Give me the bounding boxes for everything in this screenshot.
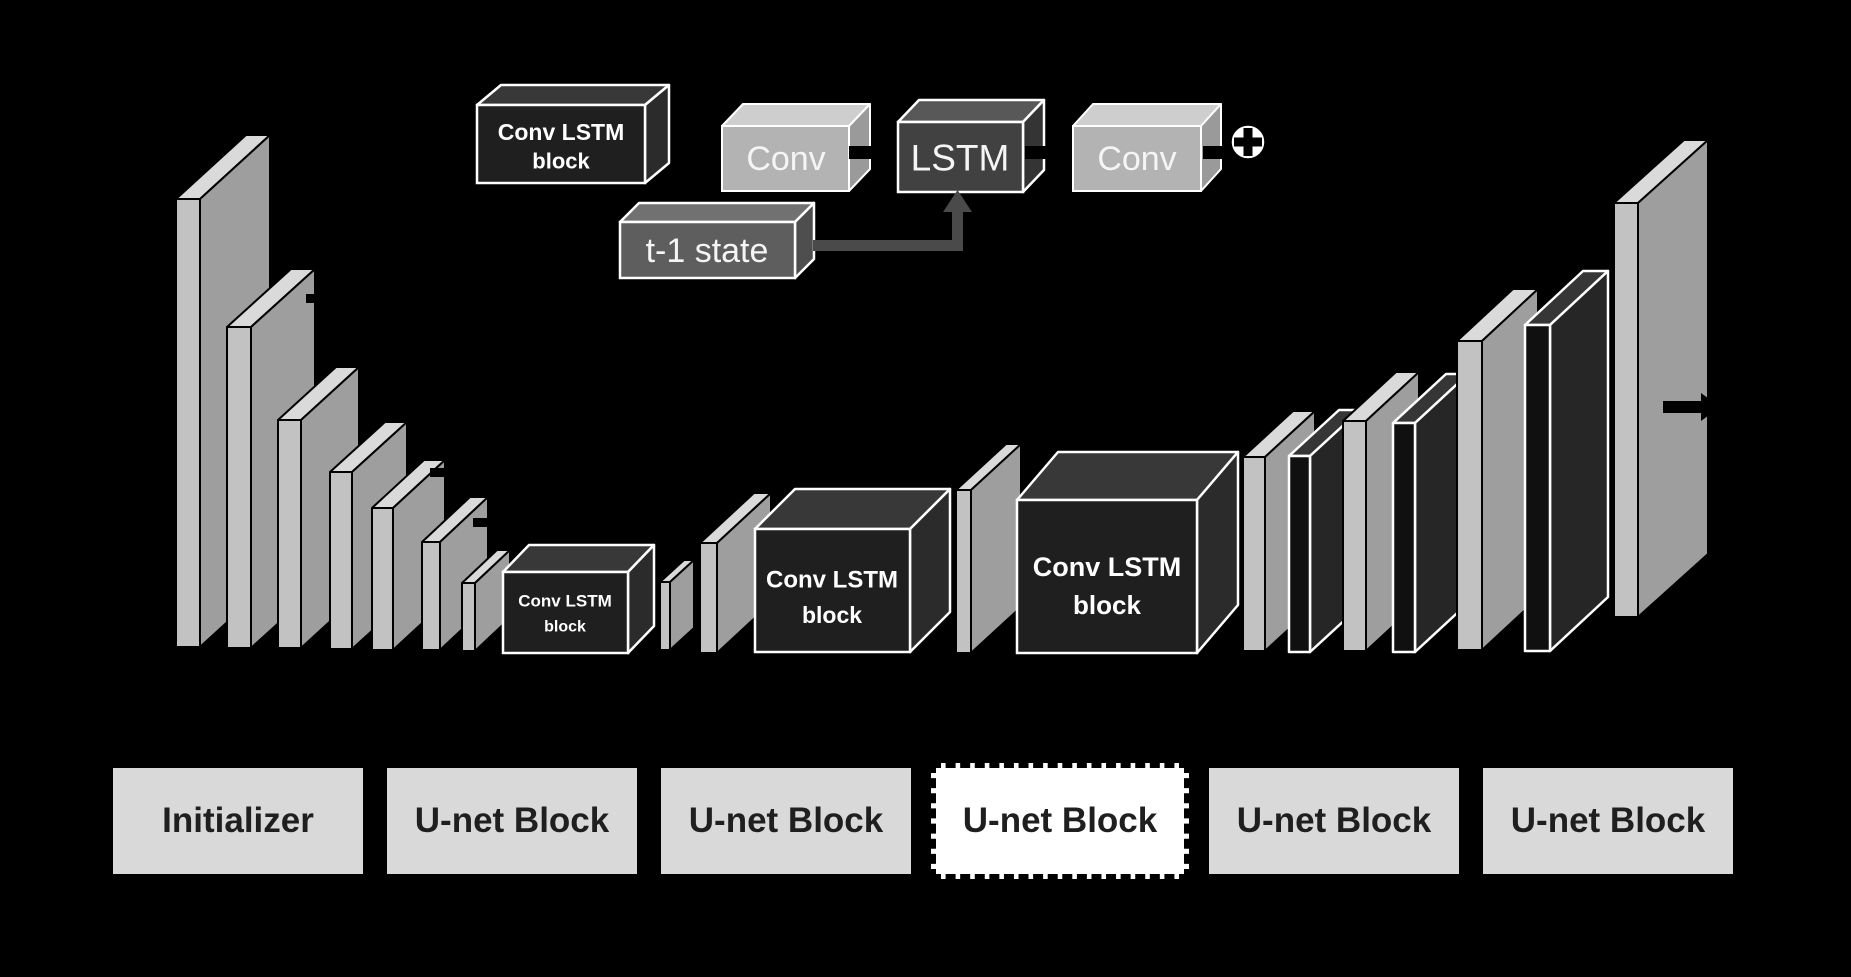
skip-connection-arrow	[473, 518, 493, 527]
front-face	[699, 542, 718, 654]
decoder-feature-maps	[1242, 139, 1709, 654]
bottleneck-feature-map-1	[955, 443, 1022, 654]
pipeline-step-unet-2[interactable]: U-net Block	[661, 768, 911, 874]
conv-lstm-block-label-line2: block	[544, 619, 586, 636]
conv-lstm-block-label-line1: Conv LSTM	[518, 592, 612, 611]
conv-lstm-block-label-line1: Conv LSTM	[1033, 552, 1182, 582]
front-face	[618, 220, 797, 280]
conv-lstm-block-small: Conv LSTM block	[501, 543, 656, 655]
front-face	[329, 471, 353, 650]
front-face	[1287, 454, 1312, 654]
front-face	[659, 581, 671, 651]
front-face	[1072, 125, 1202, 192]
add-icon-plus-v	[1243, 128, 1253, 156]
front-face	[475, 103, 647, 185]
connector-vertical	[952, 208, 963, 251]
pipeline-step-unet-5[interactable]: U-net Block	[1483, 768, 1733, 874]
pipeline-step-unet-3-selected[interactable]: U-net Block	[931, 763, 1189, 879]
front-face	[1342, 420, 1367, 652]
bottleneck-feature-maps-right	[955, 443, 1022, 654]
front-face	[753, 527, 912, 654]
front-face	[955, 489, 972, 654]
legend-conv-in-box: Conv	[721, 103, 871, 192]
front-face	[421, 541, 441, 651]
front-face	[1391, 421, 1417, 654]
front-face	[371, 507, 394, 651]
front-face	[226, 326, 252, 649]
front-face	[1613, 202, 1639, 618]
legend-prev-state-box: t-1 state	[618, 201, 816, 280]
front-face	[1523, 323, 1552, 653]
legend-conv-out-box: Conv	[1072, 103, 1222, 192]
arrow-shaft	[1025, 146, 1059, 159]
arrow-shaft	[849, 146, 885, 159]
conv-lstm-block-label-line2: block	[802, 602, 862, 628]
conv-to-lstm-arrow	[849, 139, 905, 166]
front-face	[501, 570, 630, 655]
output-arrow-icon	[1663, 393, 1720, 421]
arrow-head	[1701, 393, 1720, 421]
legend-lstm-box: LSTM	[896, 98, 1046, 194]
conv-lstm-block-medium: Conv LSTM block	[753, 487, 952, 654]
bottleneck-feature-map-1	[659, 559, 695, 651]
front-face	[277, 419, 302, 649]
lstm-label: LSTM	[911, 138, 1010, 179]
lstm-to-conv-arrow	[1025, 139, 1079, 166]
conv-lstm-block-large: Conv LSTM block	[1015, 450, 1240, 655]
encoder-feature-map-7	[461, 549, 511, 652]
add-icon	[1230, 124, 1266, 160]
pipeline-step-initializer[interactable]: Initializer	[113, 768, 363, 874]
front-face	[175, 198, 201, 648]
skip-connection-arrow	[306, 294, 326, 303]
front-face	[896, 120, 1025, 194]
legend-conv-lstm-label-line2: block	[532, 149, 590, 174]
legend-conv-lstm-block: Conv LSTM block	[475, 83, 671, 185]
prev-state-label: t-1 state	[646, 232, 769, 270]
arrow-shaft	[1663, 401, 1701, 413]
encoder-feature-maps	[175, 134, 511, 652]
front-face	[1242, 456, 1266, 652]
arrow-head	[943, 190, 972, 212]
conv-label: Conv	[1097, 140, 1176, 178]
front-face	[1015, 498, 1199, 655]
conv-lstm-block-label-line2: block	[1073, 590, 1141, 620]
front-face	[721, 125, 850, 192]
state-to-lstm-arrow	[813, 190, 972, 251]
decoder-feature-map-7	[1613, 139, 1709, 618]
conv-label: Conv	[746, 140, 825, 178]
skip-connection-slab-6	[1523, 269, 1610, 653]
conv-to-add-arrow	[1203, 146, 1231, 159]
conv-lstm-block-label-line1: Conv LSTM	[766, 567, 898, 594]
front-face	[461, 582, 476, 652]
skip-connection-arrow	[430, 468, 450, 477]
legend-conv-lstm-label-line1: Conv LSTM	[498, 119, 625, 145]
skip-connection-slab-4	[1391, 372, 1470, 654]
pipeline-step-unet-1[interactable]: U-net Block	[387, 768, 637, 874]
arrow-head	[1059, 139, 1079, 166]
front-face	[1456, 340, 1483, 651]
arrow-head	[885, 139, 905, 166]
pipeline-step-unet-4[interactable]: U-net Block	[1209, 768, 1459, 874]
connector-horizontal	[813, 240, 963, 251]
